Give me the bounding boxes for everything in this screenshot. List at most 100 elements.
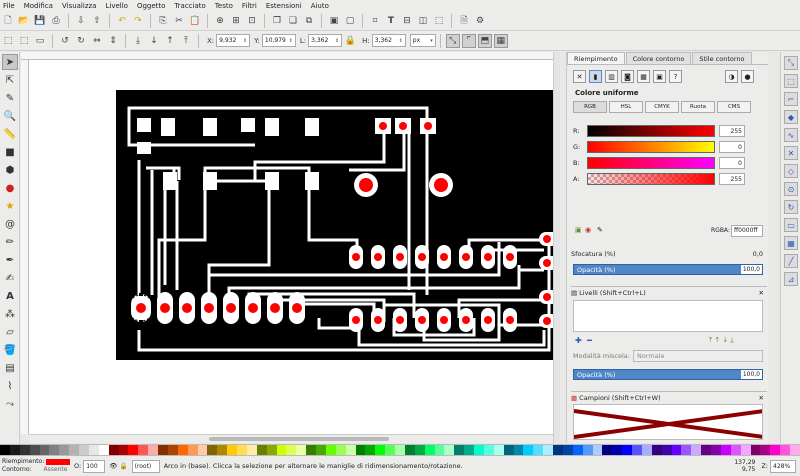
menu-layer[interactable]: Livello xyxy=(105,1,128,10)
radial-gradient-icon[interactable]: ◙ xyxy=(621,70,634,83)
palette-swatch[interactable] xyxy=(711,445,721,455)
close-icon[interactable]: ✕ xyxy=(758,289,764,297)
connector-pads-left[interactable] xyxy=(157,292,305,324)
scroll-thumb[interactable] xyxy=(209,437,389,441)
palette-swatch[interactable] xyxy=(118,445,129,455)
palette-swatch[interactable] xyxy=(148,445,158,455)
palette-swatch[interactable] xyxy=(325,445,336,455)
palette-swatch[interactable] xyxy=(79,445,89,455)
blend-mode-select[interactable]: Normale xyxy=(633,350,763,362)
node-tool-icon[interactable]: ⇱ xyxy=(5,74,15,86)
zoom-selection-icon[interactable]: ⊕ xyxy=(216,15,224,26)
pencil-tool-icon[interactable]: ✏ xyxy=(5,236,15,248)
palette-swatch[interactable] xyxy=(0,445,10,455)
copy-icon[interactable]: ⎘ xyxy=(159,15,167,26)
raise-icon[interactable]: ↑ xyxy=(166,35,174,46)
height-input[interactable]: 3,362⇕ xyxy=(371,34,406,47)
fill-rule-nonzero-icon[interactable]: ● xyxy=(741,70,754,83)
cut-icon[interactable]: ✂ xyxy=(175,15,183,26)
palette-swatch[interactable] xyxy=(740,445,751,455)
palette-swatch[interactable] xyxy=(671,445,682,455)
print-icon[interactable]: ⎙ xyxy=(52,15,60,26)
rgba-input[interactable]: ff0000ff xyxy=(731,225,763,237)
select-all-layers-icon[interactable]: ⬚ xyxy=(19,35,29,46)
box3d-tool-icon[interactable]: ⬢ xyxy=(5,164,15,176)
palette-swatch[interactable] xyxy=(108,445,119,455)
rectangle-tool-icon[interactable]: ■ xyxy=(5,146,15,158)
select-all-icon[interactable]: ⬚ xyxy=(3,35,13,46)
unlink-clone-icon[interactable]: ⧉ xyxy=(305,15,313,26)
slider-b-bar[interactable] xyxy=(587,157,715,169)
linear-gradient-icon[interactable]: ▥ xyxy=(605,70,618,83)
chevron-down-icon[interactable]: ▾ xyxy=(430,37,433,44)
fill-swatch[interactable] xyxy=(46,459,70,465)
menu-object[interactable]: Oggetto xyxy=(136,1,166,10)
spin-arrows-icon[interactable]: ⇕ xyxy=(334,37,340,44)
palette-swatch[interactable] xyxy=(454,445,465,455)
edge-pads[interactable] xyxy=(539,232,553,328)
palette-swatch[interactable] xyxy=(256,445,267,455)
clone-icon[interactable]: ❏ xyxy=(288,15,298,26)
y-input[interactable]: 10,979⇕ xyxy=(261,34,296,47)
slider-g[interactable]: G: 0 xyxy=(573,140,763,154)
palette-swatch[interactable] xyxy=(177,445,188,455)
lock-ratio-icon[interactable]: 🔒 xyxy=(344,35,356,46)
remove-layer-icon[interactable]: ━ xyxy=(587,336,592,345)
palette-swatch[interactable] xyxy=(760,445,771,455)
palette-swatch[interactable] xyxy=(167,445,178,455)
snap-guide-icon[interactable]: ╱ xyxy=(784,254,798,268)
unset-icon[interactable]: ? xyxy=(669,70,682,83)
snap-bbox-icon[interactable]: ⬚ xyxy=(784,74,798,88)
menu-edit[interactable]: Modifica xyxy=(23,1,53,10)
layer-opacity-slider[interactable]: Opacità (%) 100,0 xyxy=(573,369,763,380)
scale-corners-icon[interactable]: ⌜ xyxy=(461,33,476,48)
deselect-icon[interactable]: ▭ xyxy=(35,35,45,46)
dip-pads-upper[interactable] xyxy=(349,245,517,269)
palette-swatch[interactable] xyxy=(543,445,553,455)
palette-swatch[interactable] xyxy=(138,445,149,455)
pattern-icon[interactable]: ▦ xyxy=(637,70,650,83)
spin-arrows-icon[interactable]: ⇕ xyxy=(288,37,293,44)
bucket-tool-icon[interactable]: 🪣 xyxy=(3,344,17,356)
mode-cmyk[interactable]: CMYK xyxy=(645,101,679,113)
close-icon[interactable]: ✕ xyxy=(758,394,764,402)
palette-swatch[interactable] xyxy=(385,445,395,455)
palette-swatch[interactable] xyxy=(562,445,573,455)
xml-editor-icon[interactable]: ⌗ xyxy=(372,15,378,26)
new-document-icon[interactable]: 🗋 xyxy=(4,15,12,26)
menu-filters[interactable]: Filtri xyxy=(241,1,257,10)
flat-color-icon[interactable]: ▮ xyxy=(589,70,602,83)
palette-swatch[interactable] xyxy=(464,445,474,455)
palette-swatch[interactable] xyxy=(424,445,435,455)
snap-paths-icon[interactable]: ∿ xyxy=(784,128,798,142)
ellipse-tool-icon[interactable]: ● xyxy=(5,182,15,194)
snap-nodes-icon[interactable]: ◆ xyxy=(784,110,798,124)
drawing-canvas[interactable] xyxy=(29,60,553,434)
palette-swatch[interactable] xyxy=(553,445,563,455)
palette-swatch[interactable] xyxy=(207,445,218,455)
palette-swatch[interactable] xyxy=(592,445,603,455)
tab-fill[interactable]: Riempimento xyxy=(567,52,625,64)
snap-bbox-edges-icon[interactable]: ⌐ xyxy=(784,92,798,106)
pen-tool-icon[interactable]: ✒ xyxy=(5,254,15,266)
zoom-tool-icon[interactable]: 🔍 xyxy=(3,110,17,122)
snap-centers-icon[interactable]: ⊙ xyxy=(784,182,798,196)
palette-swatch[interactable] xyxy=(128,445,139,455)
duplicate-icon[interactable]: ❐ xyxy=(272,15,282,26)
spin-arrows-icon[interactable]: ⇕ xyxy=(398,37,403,44)
palette-swatch[interactable] xyxy=(651,445,662,455)
zoom-drawing-icon[interactable]: ⊞ xyxy=(232,15,240,26)
status-opacity-input[interactable]: 100 xyxy=(83,459,106,473)
palette-swatch[interactable] xyxy=(217,445,228,455)
unit-select[interactable]: px▾ xyxy=(409,34,436,47)
palette-swatch[interactable] xyxy=(375,445,386,455)
palette-swatch[interactable] xyxy=(523,445,534,455)
redo-icon[interactable]: ↷ xyxy=(134,15,142,26)
slider-r[interactable]: R: 255 xyxy=(573,124,763,138)
snap-rotation-icon[interactable]: ↻ xyxy=(784,200,798,214)
square-pads[interactable] xyxy=(375,118,436,134)
palette-swatch[interactable] xyxy=(9,445,20,455)
add-layer-icon[interactable]: ✚ xyxy=(575,336,582,345)
move-patterns-icon[interactable]: ▦ xyxy=(493,33,508,48)
palette-swatch[interactable] xyxy=(69,445,79,455)
